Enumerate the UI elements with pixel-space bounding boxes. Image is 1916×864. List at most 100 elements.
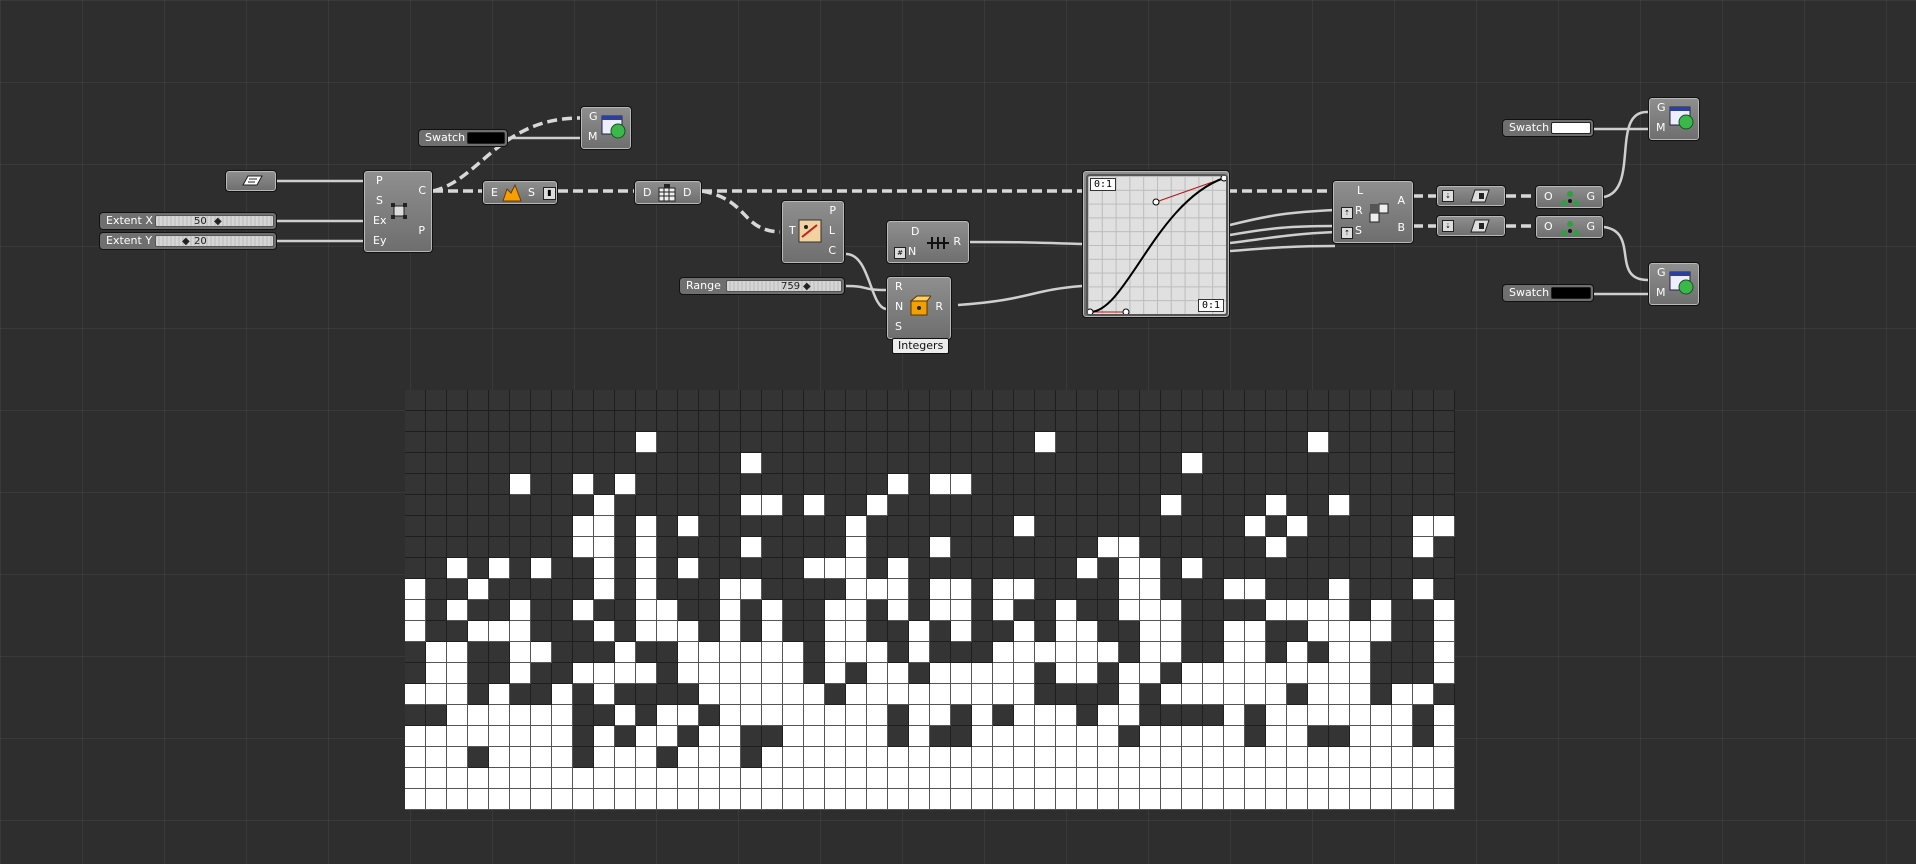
swatch-color[interactable] bbox=[467, 132, 505, 144]
output-pin-g[interactable]: G bbox=[1586, 220, 1595, 233]
slider-grip-icon[interactable]: ◆ bbox=[214, 216, 222, 227]
input-pin-n[interactable]: N bbox=[908, 245, 917, 258]
grid-cell bbox=[594, 789, 615, 810]
swatch-color[interactable] bbox=[1551, 287, 1591, 299]
grid-cell bbox=[1371, 726, 1392, 747]
grid-cell bbox=[531, 747, 552, 768]
slider-track[interactable]: 50 ◆ bbox=[155, 215, 274, 227]
output-pin-l[interactable]: L bbox=[828, 224, 835, 237]
grid-cell bbox=[573, 390, 594, 411]
grid-cell bbox=[657, 390, 678, 411]
swatch-black-top[interactable]: Swatch bbox=[418, 129, 508, 147]
input-pin-g[interactable]: G bbox=[1657, 101, 1666, 114]
output-pin-b[interactable]: B bbox=[1397, 221, 1405, 234]
input-pin-ey[interactable]: Ey bbox=[373, 234, 387, 247]
input-pin-o[interactable]: O bbox=[1544, 220, 1553, 233]
grid-cell bbox=[867, 768, 888, 789]
explode-component[interactable]: E S ▮ bbox=[482, 180, 558, 205]
dispatch-pattern-component-b[interactable]: ⇣ bbox=[1436, 215, 1506, 237]
input-pin-m[interactable]: M bbox=[1656, 121, 1666, 134]
input-pin-e[interactable]: E bbox=[491, 186, 498, 199]
output-pin-s[interactable]: S bbox=[528, 186, 535, 199]
grid-cell bbox=[1014, 453, 1035, 474]
grid-cell bbox=[1350, 684, 1371, 705]
grid-cell bbox=[636, 453, 657, 474]
grid-cell bbox=[909, 642, 930, 663]
input-pin-m[interactable]: M bbox=[588, 130, 598, 143]
output-pin-c[interactable]: C bbox=[418, 184, 426, 197]
grid-cell bbox=[1056, 768, 1077, 789]
input-pin-s[interactable]: S bbox=[1355, 224, 1362, 237]
swatch-color[interactable] bbox=[1551, 122, 1591, 134]
input-pin-s[interactable]: S bbox=[895, 320, 902, 333]
grid-cell bbox=[1308, 390, 1329, 411]
deconstruct-domain-component[interactable]: D D bbox=[634, 180, 702, 205]
grid-cell bbox=[720, 789, 741, 810]
larger-than-component[interactable]: L ⇡ R ⇡ S A B bbox=[1332, 180, 1414, 244]
random-component[interactable]: R N S R bbox=[886, 276, 952, 340]
grid-cell bbox=[993, 768, 1014, 789]
grid-cell bbox=[1098, 663, 1119, 684]
output-pin-r[interactable]: R bbox=[935, 300, 943, 313]
int-icon: # bbox=[894, 247, 906, 259]
grid-cell bbox=[1392, 537, 1413, 558]
input-pin-l[interactable]: L bbox=[1357, 184, 1364, 197]
grid-cell bbox=[1392, 621, 1413, 642]
grid-cell bbox=[1434, 642, 1455, 663]
output-pin-a[interactable]: A bbox=[1397, 194, 1405, 207]
output-pin-c[interactable]: C bbox=[828, 244, 836, 257]
grid-cell bbox=[993, 411, 1014, 432]
input-pin-p[interactable]: P bbox=[376, 174, 383, 187]
output-pin-g[interactable]: G bbox=[1586, 190, 1595, 203]
grid-cell bbox=[1056, 726, 1077, 747]
input-pin-r[interactable]: R bbox=[895, 280, 903, 293]
output-pin-p[interactable]: P bbox=[418, 224, 425, 237]
grid-cell bbox=[804, 684, 825, 705]
slider-extent-x[interactable]: Extent X 50 ◆ bbox=[99, 212, 277, 230]
input-pin-d[interactable]: D bbox=[911, 225, 920, 238]
grid-cell bbox=[1371, 621, 1392, 642]
slider-track[interactable]: ◆ 20 bbox=[155, 235, 274, 247]
custom-preview-component-bottom-right[interactable]: G M bbox=[1648, 262, 1700, 306]
swatch-black-bottom[interactable]: Swatch bbox=[1502, 284, 1594, 302]
input-pin-t[interactable]: T bbox=[789, 224, 796, 237]
graph-mapper-component[interactable]: 0:1 0:1 bbox=[1082, 170, 1230, 318]
input-pin-m[interactable]: M bbox=[1656, 286, 1666, 299]
grid-cell bbox=[615, 558, 636, 579]
slider-grip-icon[interactable]: ◆ bbox=[182, 236, 190, 247]
grid-cell bbox=[1245, 768, 1266, 789]
input-pin-ex[interactable]: Ex bbox=[373, 214, 387, 227]
custom-preview-component-top-left[interactable]: G M bbox=[580, 106, 632, 150]
input-pin-o[interactable]: O bbox=[1544, 190, 1553, 203]
custom-preview-component-top-right[interactable]: G M bbox=[1648, 97, 1700, 141]
graph-mapper-plot[interactable]: 0:1 0:1 bbox=[1086, 174, 1228, 316]
output-pin-p[interactable]: P bbox=[829, 204, 836, 217]
panel-input-component[interactable] bbox=[225, 170, 277, 192]
slider-grip-icon[interactable]: ◆ bbox=[803, 281, 811, 292]
output-pin-d[interactable]: D bbox=[683, 186, 692, 199]
input-pin-r[interactable]: R bbox=[1355, 204, 1363, 217]
cull-pattern-component-a[interactable]: O G bbox=[1535, 185, 1604, 209]
grid-cell bbox=[804, 579, 825, 600]
grid-cell bbox=[615, 453, 636, 474]
input-pin-s[interactable]: S bbox=[376, 194, 383, 207]
grid-cell bbox=[1329, 705, 1350, 726]
rectangular-grid-component[interactable]: P S Ex Ey C P bbox=[363, 170, 433, 253]
slider-extent-y[interactable]: Extent Y ◆ 20 bbox=[99, 232, 277, 250]
input-pin-g[interactable]: G bbox=[1657, 266, 1666, 279]
input-pin-n[interactable]: N bbox=[895, 300, 904, 313]
output-pin-r[interactable]: R bbox=[953, 235, 961, 248]
grid-cell bbox=[594, 600, 615, 621]
dispatch-pattern-component-a[interactable]: ⇣ bbox=[1436, 185, 1506, 207]
cull-pattern-component-b[interactable]: O G bbox=[1535, 215, 1604, 239]
grid-cell bbox=[1203, 579, 1224, 600]
slider-range[interactable]: Range 759 ◆ bbox=[679, 277, 845, 295]
swatch-white[interactable]: Swatch bbox=[1502, 119, 1594, 137]
input-pin-g[interactable]: G bbox=[589, 110, 598, 123]
grid-cell bbox=[489, 705, 510, 726]
grid-cell bbox=[867, 390, 888, 411]
input-pin-d[interactable]: D bbox=[643, 186, 652, 199]
slider-track[interactable]: 759 ◆ bbox=[726, 280, 842, 292]
divide-range-component[interactable]: D # N R bbox=[886, 220, 970, 264]
point-list-component[interactable]: T P L C bbox=[781, 200, 845, 264]
